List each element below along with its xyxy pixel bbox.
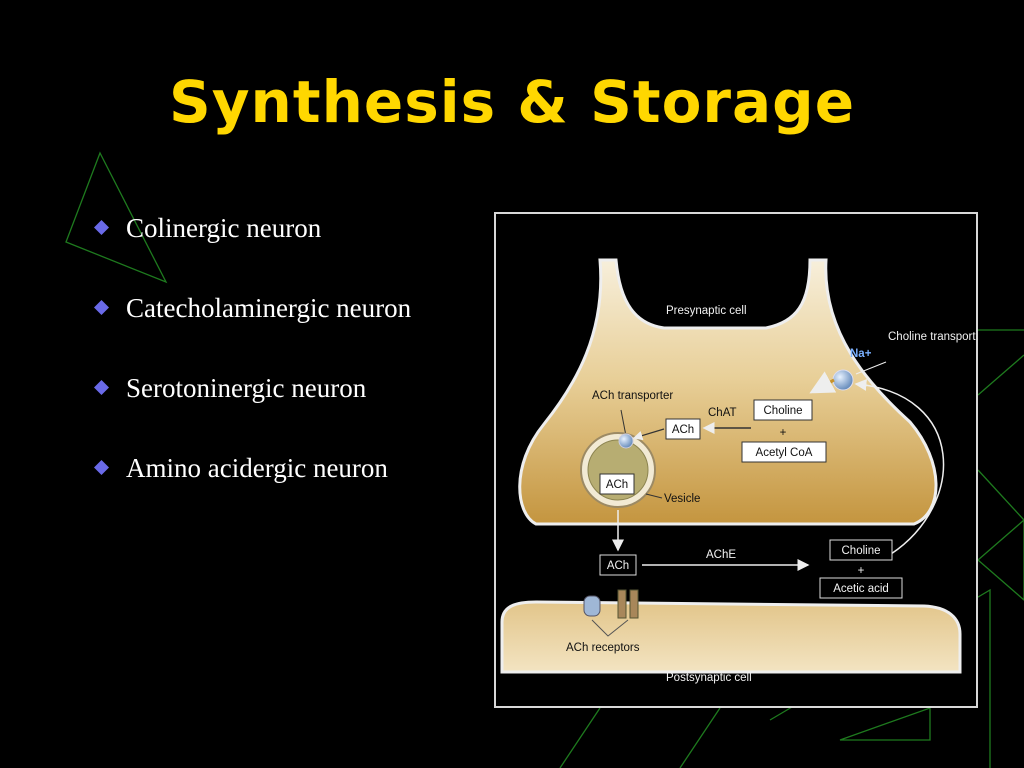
green-triangle-left: [65, 151, 168, 284]
acetyl-coa-box-label: Acetyl CoA: [756, 447, 813, 459]
bullet-item-colinergic: Colinergic neuron: [90, 208, 490, 248]
bullet-text: Serotoninergic neuron: [126, 373, 367, 403]
choline-product-box: [829, 539, 893, 561]
slide-title: Synthesis & Storage: [168, 68, 856, 136]
ach-receptor-channel-icon: [617, 589, 639, 619]
presynaptic-terminal: [518, 258, 938, 526]
plus-sign-product: +: [858, 565, 865, 577]
ach-cytoplasm-box: [665, 418, 701, 440]
ach-transporter-icon: [618, 433, 634, 449]
choline-product-label: Choline: [842, 545, 881, 557]
synapse-diagram: Presynaptic cell Postsynaptic cell Na+ C…: [494, 212, 978, 708]
choline-transporter-label-text: Choline transporter: [888, 331, 976, 343]
ach-cleft-label: ACh: [607, 560, 629, 572]
green-line-right-mid: [977, 354, 1024, 396]
choline-box: [753, 399, 813, 421]
ach-vesicle-label: ACh: [606, 479, 628, 491]
green-line-right-lower: [977, 469, 1024, 521]
green-line-bottom-2: [679, 707, 721, 768]
bullet-text: Amino acidergic neuron: [126, 453, 388, 483]
ach-transporter-label-text: ACh transporter: [592, 390, 673, 402]
postsynaptic-label: Postsynaptic cell: [666, 672, 752, 684]
ache-label: AChE: [706, 549, 736, 561]
bullet-item-serotoninergic: Serotoninergic neuron: [90, 368, 490, 408]
ach-transporter-pointer: [620, 409, 627, 437]
presynaptic-label: Presynaptic cell: [666, 305, 747, 317]
sodium-label: Na+: [850, 348, 872, 360]
acetic-acid-label: Acetic acid: [833, 583, 889, 595]
bullet-list: Colinergic neuron Catecholaminergic neur…: [90, 208, 490, 528]
acetic-acid-box: [819, 577, 903, 599]
acetyl-coa-box: [741, 441, 827, 463]
receptors-label: ACh receptors: [566, 642, 640, 654]
vesicle-pointer: [645, 493, 663, 499]
diamond-bullet-icon: [94, 460, 109, 475]
green-triangle-right: [977, 519, 1024, 601]
synapse-diagram-svg: Presynaptic cell Postsynaptic cell Na+ C…: [500, 258, 976, 684]
receptors-pointer: [591, 619, 629, 637]
ach-cleft-box: [599, 554, 637, 576]
green-line-bottom-1: [559, 707, 601, 768]
diamond-bullet-icon: [94, 380, 109, 395]
diamond-bullet-icon: [94, 220, 109, 235]
sodium-influx-arrow: [809, 371, 837, 394]
plus-sign: +: [780, 427, 787, 439]
ach-cytoplasm-label: ACh: [672, 424, 694, 436]
bullet-item-amino-acidergic: Amino acidergic neuron: [90, 448, 490, 488]
diamond-bullet-icon: [94, 300, 109, 315]
ach-transporter-label: ACh transporter: [592, 390, 673, 402]
ach-uptake-arrow: [632, 428, 665, 441]
ach-vesicle-box: [599, 473, 635, 495]
choline-box-label: Choline: [764, 405, 803, 417]
bullet-text: Colinergic neuron: [126, 213, 322, 243]
ach-receptor-icon: [583, 595, 601, 617]
chat-label: ChAT: [708, 407, 737, 419]
choline-transporter-icon: [832, 369, 854, 391]
bullet-item-catecholaminergic: Catecholaminergic neuron: [90, 288, 490, 328]
bullet-text: Catecholaminergic neuron: [126, 293, 412, 323]
choline-transporter-label: Choline transporter: [888, 331, 976, 343]
postsynaptic-cell: [500, 600, 962, 674]
vesicle-label: Vesicle: [664, 493, 700, 505]
green-triangle-bottom: [839, 707, 931, 741]
choline-transporter-pointer: [855, 361, 887, 375]
choline-reuptake-arrow: [854, 378, 945, 555]
